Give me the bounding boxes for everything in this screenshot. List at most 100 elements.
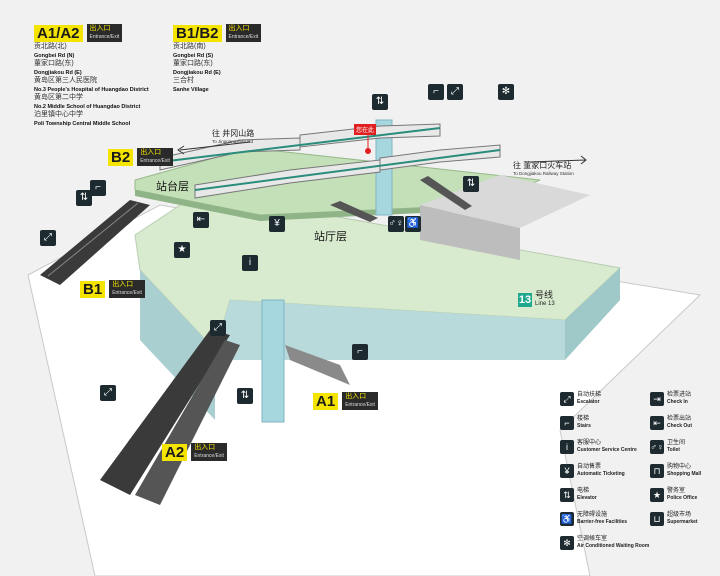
- escalator-icon: ⤢: [560, 392, 574, 406]
- exit-a1a2-code: A1/A2: [34, 24, 83, 42]
- exit-b1b2-tag-cn: 出入口: [228, 25, 250, 32]
- escalator-icon[interactable]: ⤢: [447, 84, 463, 100]
- service-centre-icon: i: [560, 440, 574, 454]
- escalator-icon[interactable]: ⤢: [100, 385, 116, 401]
- platform-slab-edge: [135, 190, 480, 221]
- train-lower: [194, 144, 501, 199]
- police-office-icon: ★: [650, 488, 664, 502]
- arrow-east: [529, 155, 587, 165]
- police-office-icon[interactable]: ★: [174, 242, 190, 258]
- check-out-icon: ⇤: [650, 416, 664, 430]
- elevator-icon[interactable]: ⇅: [463, 176, 479, 192]
- place-item: 董家口路(东)Dongjiakou Rd (E): [173, 60, 221, 76]
- ticketing-icon[interactable]: ¥: [269, 216, 285, 232]
- stairs-icon[interactable]: ⌐: [352, 344, 368, 360]
- place-item: 董家口路(东)Dongjiakou Rd (E): [34, 60, 82, 76]
- supermarket-icon: ⊔: [650, 512, 664, 526]
- train-upper: [159, 123, 441, 171]
- line-number: 13: [518, 293, 532, 307]
- exit-b1b2-header: B1/B2 出入口 Entrance/Exit: [173, 24, 262, 42]
- railway-annex-front: [420, 205, 520, 260]
- you-are-here-label: 您在此: [354, 124, 377, 135]
- elevator-icon[interactable]: ⇅: [76, 190, 92, 206]
- escalator-b1: [40, 200, 150, 285]
- exit-b1b2-code: B1/B2: [173, 24, 222, 42]
- exit-a1a2-header: A1/A2 出入口 Entrance/Exit: [34, 24, 123, 42]
- barrier-free-icon[interactable]: ♿: [405, 216, 421, 232]
- you-are-here-dot: [365, 148, 371, 154]
- line-name-cn: 号线: [535, 290, 554, 300]
- line-name-en: Line 13: [535, 301, 555, 307]
- check-out-icon[interactable]: ⇤: [193, 212, 209, 228]
- railway-annex-top: [420, 175, 590, 228]
- concourse-wall-front: [215, 300, 565, 360]
- elevator-icon[interactable]: ⇅: [237, 388, 253, 404]
- place-item: 贡北路(北)Gongbei Rd (N): [34, 43, 75, 59]
- stairs-icon: ⌐: [560, 416, 574, 430]
- elevator-icon[interactable]: ⇅: [372, 94, 388, 110]
- exit-a1a2-tag-en: Entrance/Exit: [89, 34, 120, 40]
- exit-a1a2-tag: 出入口 Entrance/Exit: [86, 24, 123, 42]
- exit-a1-code: A1: [313, 392, 339, 410]
- escalator-a2: [100, 330, 240, 505]
- place-item: 贡北路(南)Gongbei Rd (S): [173, 43, 214, 59]
- ticketing-icon: ¥: [560, 464, 574, 478]
- stairs-icon[interactable]: ⌐: [428, 84, 444, 100]
- escalator-icon[interactable]: ⤢: [40, 230, 56, 246]
- exit-b1b2-places: 贡北路(南)Gongbei Rd (S) 董家口路(东)Dongjiakou R…: [173, 43, 293, 94]
- exit-a1a2-places: 贡北路(北)Gongbei Rd (N) 董家口路(东)Dongjiakou R…: [34, 43, 164, 128]
- check-in-icon: ⇥: [650, 392, 664, 406]
- shopping-mall-icon: ⊓: [650, 464, 664, 478]
- exit-a1a2-tag-cn: 出入口: [89, 25, 111, 32]
- escalator-platform: [330, 176, 472, 222]
- platform-level-label: 站台层: [156, 181, 189, 193]
- stairs-icon[interactable]: ⌐: [90, 180, 106, 196]
- air-conditioned-icon: ✻: [560, 536, 574, 550]
- escalator-icon[interactable]: ⤢: [210, 320, 226, 336]
- exit-a2-code: A2: [162, 443, 188, 461]
- arrow-west: [177, 141, 251, 155]
- air-conditioned-icon[interactable]: ✻: [498, 84, 514, 100]
- exit-b2-code: B2: [108, 148, 134, 166]
- concourse-wall-right: [565, 268, 620, 360]
- line-13-badge[interactable]: 13 号线 Line 13: [518, 291, 555, 309]
- toilet-icon[interactable]: ♂♀: [388, 216, 404, 232]
- exit-b1b2-tag: 出入口 Entrance/Exit: [225, 24, 262, 42]
- service-centre-icon[interactable]: i: [242, 255, 258, 271]
- stairs-a1: [285, 345, 350, 385]
- exit-b1b2-tag-en: Entrance/Exit: [228, 34, 259, 40]
- barrier-free-icon: ♿: [560, 512, 574, 526]
- toilet-icon: ♂♀: [650, 440, 664, 454]
- concourse-level-label: 站厅层: [314, 231, 347, 243]
- elevator-icon: ⇅: [560, 488, 574, 502]
- exit-b1-code: B1: [80, 280, 106, 298]
